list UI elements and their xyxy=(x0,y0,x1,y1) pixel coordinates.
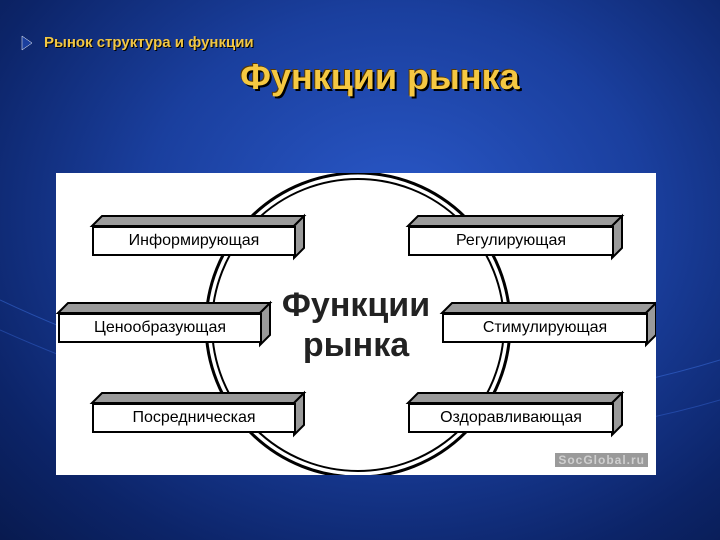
function-box-regulating: Регулирующая xyxy=(408,226,614,256)
center-label: Функции рынка xyxy=(256,285,456,365)
center-label-line1: Функции xyxy=(281,286,431,324)
function-box-informing: Информирующая xyxy=(92,226,296,256)
center-label-line2: рынка xyxy=(302,326,410,364)
function-box-intermediary: Посредническая xyxy=(92,403,296,433)
function-box-sanitizing: Оздоравливающая xyxy=(408,403,614,433)
function-box-stimulating: Стимулирующая xyxy=(442,313,648,343)
function-box-pricing: Ценообразующая xyxy=(58,313,262,343)
watermark-logo: SocGlobal.ru xyxy=(555,453,648,467)
slide-title: Функции рынка xyxy=(240,56,520,97)
slide-subtitle: Рынок структура и функции xyxy=(44,34,254,51)
diagram-panel: Информирующая Ценообразующая Посредничес… xyxy=(56,173,656,475)
